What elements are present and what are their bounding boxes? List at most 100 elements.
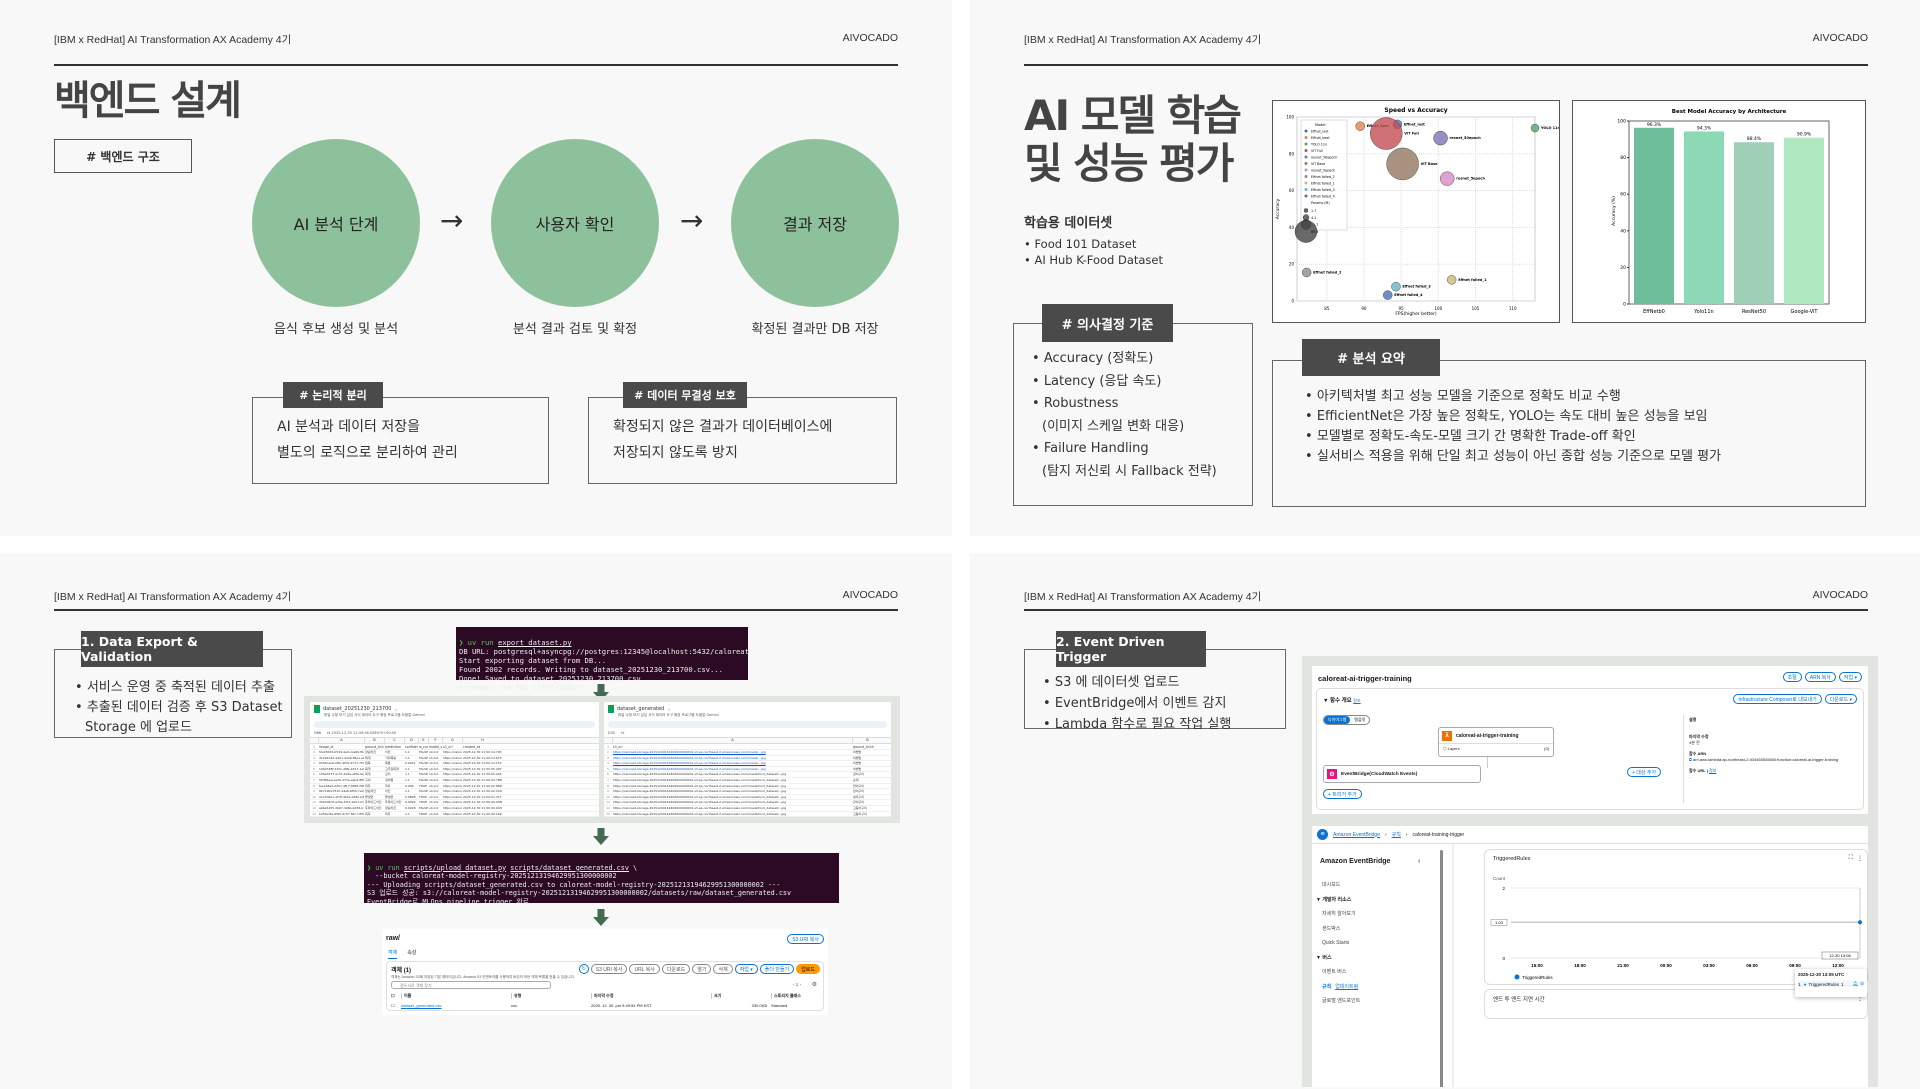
s3-action-button[interactable]: 다운로드 <box>661 964 691 974</box>
sidebar-item[interactable]: Quick Starts <box>1322 940 1350 946</box>
object-name-link[interactable]: dataset_generated.csv <box>401 1003 442 1008</box>
column-header[interactable]: 크기 <box>711 993 771 999</box>
svg-text:4.1: 4.1 <box>1311 216 1316 220</box>
s3-action-button[interactable]: URL 복사 <box>629 964 660 974</box>
actions-dropdown[interactable]: 작업 ▾ <box>1838 672 1862 682</box>
copy-arn-button[interactable]: ARN 복사 <box>1804 672 1836 682</box>
down-arrow-icon <box>593 909 609 931</box>
table-row[interactable]: 2f2e45b56-0549-4e0c-be66-f6cdcde6de60양념치… <box>310 750 599 756</box>
s3-action-button[interactable]: 열기 <box>692 964 712 974</box>
throttle-button[interactable]: 조절 <box>1782 672 1802 682</box>
svg-text:FPS(higher better): FPS(higher better) <box>1395 311 1437 317</box>
sidebar-scrollbar[interactable] <box>1440 850 1443 1087</box>
s3-action-button[interactable]: S3 URI 복사 <box>590 964 628 974</box>
toggle-diagram[interactable]: 다이어그램 <box>1324 716 1351 724</box>
more-options-icon[interactable]: ⋮ <box>1857 856 1863 862</box>
table-row[interactable]: 3d1092d4d-2491-44d6-86ca-ab9f5f04eb1e찌개거… <box>310 756 599 762</box>
s3-action-button[interactable]: 업로드 <box>796 964 820 974</box>
bullet-item: 추출된 데이터 검증 후 S3 Dataset <box>75 698 283 718</box>
table-row[interactable]: 8faee58a5-0401-4f17-8882-f0620a5aed8피자피자… <box>310 784 599 790</box>
function-overview-toggle[interactable]: ▼ 함수 개요 정보 <box>1323 698 1361 704</box>
more-options-icon[interactable]: ⋮ <box>1857 996 1863 1002</box>
bell-icon[interactable]: 🔔︎ <box>1852 981 1859 986</box>
table-row[interactable]: 12ab6e5d65-2b67-406b-b056-b7f0d70ac161후라… <box>310 806 599 812</box>
collapse-sidebar-icon[interactable]: ‹ <box>1418 858 1421 865</box>
sidebar-item[interactable]: ▼ 버스 <box>1316 954 1332 961</box>
star-icon[interactable]: ☆ <box>667 706 671 712</box>
prompt-icon: ❯ <box>459 638 464 647</box>
sidebar-item[interactable]: ▼ 개발자 리소스 <box>1316 896 1352 903</box>
menu-icon[interactable]: ≡ <box>1317 829 1328 840</box>
table-row[interactable]: 10a1e7b6b1-af78-4b5e-a25b-b8b5e6d655a물냉면… <box>310 795 599 801</box>
column-header[interactable]: 이름 <box>401 993 511 999</box>
column-header[interactable]: 유형 <box>511 993 591 999</box>
toggle-template[interactable]: 템플릿 <box>1354 717 1366 722</box>
copy-s3-uri-button[interactable]: S3 URI 복사 <box>787 934 824 944</box>
pagination[interactable]: ‹ 1 › <box>792 982 801 987</box>
sidebar-item[interactable]: 대시보드 <box>1322 882 1341 888</box>
table-row[interactable]: 13b2fd4d5a-6f65-4c57-82c7-855e8e62e2a6피자… <box>310 812 599 817</box>
refresh-button[interactable]: ↻ <box>578 964 589 974</box>
sheet-menu[interactable]: 파일 수정 보기 삽입 서식 데이터 도구 확장 프로그램 도움말 Gemini <box>324 713 425 717</box>
sidebar-item[interactable]: 글로벌 엔드포인트 <box>1322 998 1361 1004</box>
sidebar-item[interactable]: 이벤트 버스 <box>1322 969 1347 975</box>
add-trigger-button[interactable]: + 트리거 추가 <box>1323 789 1362 799</box>
copy-icon[interactable]: ⧉ <box>1689 756 1692 762</box>
sheet-menu[interactable]: 파일 수정 보기 삽입 서식 데이터 도구 확장 프로그램 도움말 Gemini <box>618 713 719 717</box>
star-icon[interactable]: ☆ <box>394 706 399 712</box>
sheet-toolbar[interactable] <box>608 721 887 728</box>
add-destination-button[interactable]: + 대상 추가 <box>1627 767 1662 777</box>
table-row[interactable]: 6156e0377-ac37-4b5a-af5b-9e6d2ce6bd4f찌개김… <box>310 772 599 778</box>
tab-properties[interactable]: 속성 <box>407 950 417 956</box>
s3-action-button[interactable]: 삭제 <box>713 964 733 974</box>
settings-gear-icon[interactable]: ⚙ <box>811 982 817 988</box>
svg-text:15:00: 15:00 <box>1531 963 1543 968</box>
expand-icon[interactable]: ⛶ <box>1848 855 1853 861</box>
table-row[interactable]: ☐ dataset_generated.csv csv 2025. 12. 30… <box>391 1003 821 1008</box>
download-dropdown[interactable]: 다운로드 ▾ <box>1824 694 1857 704</box>
object-search-input[interactable]: 접두사로 객체 찾기 <box>391 981 551 989</box>
sidebar-item[interactable]: 샌드박스 <box>1322 925 1341 932</box>
s3-action-button[interactable]: 폴더 만들기 <box>759 964 795 974</box>
column-header[interactable]: 마지막 수정 <box>591 993 711 999</box>
diagram-template-toggle[interactable]: 다이어그램 템플릿 <box>1323 715 1371 725</box>
lambda-node[interactable]: λ caloreat-ai-trigger-training ⬡ Layers … <box>1438 727 1554 757</box>
step-label: 결과 저장 <box>783 215 847 234</box>
breadcrumb-eventbridge[interactable]: Amazon EventBridge <box>1333 831 1380 838</box>
slide-event-trigger: [IBM x RedHat] AI Transformation AX Acad… <box>970 553 1920 1089</box>
table-row[interactable]: 51062338f-2321-48fe-b517-1a6b5075f242찌개고… <box>310 767 599 773</box>
objects-count: 객체 (1) <box>391 968 412 974</box>
search-metric-icon[interactable]: ⊘ <box>1860 981 1864 986</box>
svg-text:EffNetb0: EffNetb0 <box>1643 309 1665 315</box>
sidebar-item[interactable]: 자세히 알아보기 <box>1322 911 1356 917</box>
tab-objects[interactable]: 객체 <box>388 949 398 959</box>
breadcrumb-rules[interactable]: 규칙 <box>1391 832 1401 838</box>
export-composer-button[interactable]: Infrastructure Composer로 내보내기 <box>1733 694 1822 704</box>
sheet-toolbar[interactable] <box>314 721 595 728</box>
table-row[interactable]: 11300206c8-a30e-4f13-a001-07f79d0293a6후라… <box>310 800 599 806</box>
info-link[interactable]: 정보 <box>1353 698 1361 703</box>
table-row[interactable]: 48356cae8-af6c-4f05-9717-7fd7f1464973편육족… <box>310 761 599 767</box>
table-row[interactable]: 98b719b0-f515-44e6-8f50-7e02a846f878양념치킨… <box>310 789 599 795</box>
eventbridge-trigger-node[interactable]: ⚙ EventBridge(CloudWatch Events) <box>1323 765 1481 783</box>
s3-action-button[interactable]: 작업 ▾ <box>734 964 758 974</box>
column-header[interactable]: 스토리지 클래스 <box>771 993 821 999</box>
overview-buttons: Infrastructure Composer로 내보내기 다운로드 ▾ <box>1733 694 1857 704</box>
table-row[interactable]: 75f1f8bae-eed5-473a-aab9-8882b6316ad구이갈비… <box>310 778 599 784</box>
